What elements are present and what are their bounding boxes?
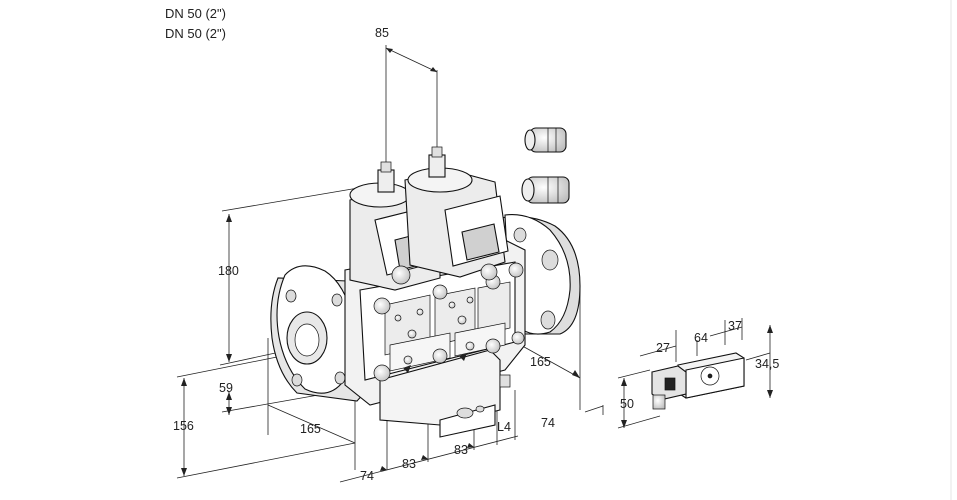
actuator-right: [404, 146, 509, 281]
dim-74-bottom: 74: [360, 469, 374, 483]
dim-64: 64: [694, 331, 708, 345]
dim-l4: L4: [497, 420, 511, 434]
title-line-1: DN 50 (2"): [165, 6, 226, 21]
dim-83-b: 83: [454, 443, 468, 457]
dim-85: 85: [375, 26, 389, 40]
dim-165-left: 165: [300, 422, 321, 436]
dim-27: 27: [656, 341, 670, 355]
cable-gland-bottom: [521, 176, 570, 204]
dim-83-a: 83: [402, 457, 416, 471]
connector-plug: [651, 352, 745, 410]
dim-59: 59: [219, 381, 233, 395]
dimension-lines: [176, 45, 773, 483]
dim-180: 180: [218, 264, 239, 278]
dimension-labels: 85 180 59 156 165 165 74 74 83 83 L4 27 …: [173, 26, 779, 483]
dim-74-right: 74: [541, 416, 555, 430]
title-line-2: DN 50 (2"): [165, 26, 226, 41]
cable-gland-top: [524, 127, 567, 153]
dim-156: 156: [173, 419, 194, 433]
dim-37: 37: [728, 319, 742, 333]
dim-34-5: 34,5: [755, 357, 779, 371]
dim-165-right: 165: [530, 355, 551, 369]
dim-50: 50: [620, 397, 634, 411]
